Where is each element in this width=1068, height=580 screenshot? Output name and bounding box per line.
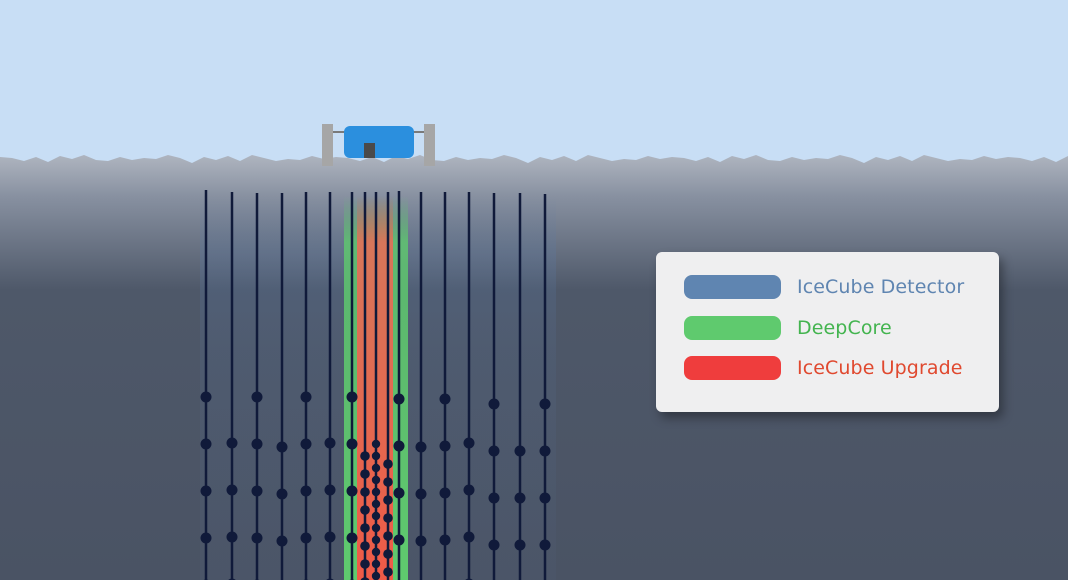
- legend-label-deepcore: DeepCore: [797, 317, 892, 339]
- optical-module: [251, 485, 263, 497]
- optical-module: [346, 485, 358, 497]
- upgrade-module: [371, 499, 381, 509]
- deepcore-module: [360, 559, 370, 569]
- optical-module: [346, 438, 358, 450]
- deepcore-module: [383, 477, 393, 487]
- optical-module: [539, 492, 551, 504]
- deepcore-module: [383, 459, 393, 469]
- legend-item-icecube-detector: IceCube Detector: [684, 274, 964, 300]
- optical-module: [439, 487, 451, 499]
- station-door: [364, 143, 375, 158]
- optical-module: [200, 391, 212, 403]
- optical-module: [300, 438, 312, 450]
- optical-module: [226, 484, 238, 496]
- upgrade-module: [371, 523, 381, 533]
- optical-module: [463, 484, 475, 496]
- optical-module: [488, 445, 500, 457]
- optical-module: [393, 487, 405, 499]
- legend-label-icecube-detector: IceCube Detector: [797, 276, 965, 298]
- optical-module: [415, 535, 427, 547]
- optical-module: [415, 441, 427, 453]
- optical-module: [276, 441, 288, 453]
- optical-module: [300, 485, 312, 497]
- optical-module: [300, 391, 312, 403]
- upgrade-module: [371, 571, 381, 580]
- detector-strings: [200, 190, 551, 580]
- station-leg-right: [424, 124, 435, 166]
- upgrade-module: [371, 511, 381, 521]
- upgrade-module: [371, 475, 381, 485]
- icecube-lab-station: [322, 124, 435, 166]
- station-leg-left: [322, 124, 333, 166]
- optical-module: [276, 488, 288, 500]
- optical-module: [200, 485, 212, 497]
- optical-module: [514, 539, 526, 551]
- optical-module: [393, 440, 405, 452]
- optical-module: [251, 438, 263, 450]
- optical-module: [346, 391, 358, 403]
- station-building: [344, 126, 414, 158]
- optical-module: [539, 445, 551, 457]
- deepcore-module: [383, 567, 393, 577]
- legend-item-icecube-upgrade: IceCube Upgrade: [684, 355, 963, 381]
- optical-module: [439, 534, 451, 546]
- deepcore-module: [360, 577, 370, 580]
- optical-module: [251, 391, 263, 403]
- optical-module: [324, 437, 336, 449]
- legend-swatch-deepcore: [684, 316, 781, 340]
- upgrade-module: [371, 487, 381, 497]
- optical-module: [439, 440, 451, 452]
- optical-module: [324, 531, 336, 543]
- optical-module: [226, 437, 238, 449]
- deepcore-module: [360, 469, 370, 479]
- legend: IceCube Detector DeepCore IceCube Upgrad…: [656, 252, 999, 412]
- legend-label-icecube-upgrade: IceCube Upgrade: [797, 357, 963, 379]
- optical-module: [300, 532, 312, 544]
- upgrade-module: [371, 535, 381, 545]
- optical-module: [488, 539, 500, 551]
- legend-swatch-icecube-detector: [684, 275, 781, 299]
- optical-module: [393, 534, 405, 546]
- legend-swatch-icecube-upgrade: [684, 356, 781, 380]
- optical-module: [439, 393, 451, 405]
- deepcore-module: [383, 531, 393, 541]
- optical-module: [324, 484, 336, 496]
- optical-module: [200, 438, 212, 450]
- upgrade-module: [371, 559, 381, 569]
- optical-module: [415, 488, 427, 500]
- optical-module: [463, 437, 475, 449]
- optical-module: [463, 531, 475, 543]
- detector-zones: [200, 195, 556, 580]
- optical-module: [514, 492, 526, 504]
- optical-module: [539, 539, 551, 551]
- deepcore-module: [360, 541, 370, 551]
- deepcore-module: [383, 495, 393, 505]
- optical-module: [393, 393, 405, 405]
- deepcore-module: [383, 513, 393, 523]
- optical-module: [226, 531, 238, 543]
- optical-module: [539, 398, 551, 410]
- deepcore-module: [360, 487, 370, 497]
- optical-module: [488, 398, 500, 410]
- upgrade-module: [371, 547, 381, 557]
- optical-module: [200, 532, 212, 544]
- upgrade-module: [371, 439, 381, 449]
- optical-module: [276, 535, 288, 547]
- legend-item-deepcore: DeepCore: [684, 315, 892, 341]
- deepcore-module: [360, 523, 370, 533]
- upgrade-module: [371, 463, 381, 473]
- deepcore-module: [360, 505, 370, 515]
- deepcore-module: [360, 451, 370, 461]
- deepcore-module: [383, 549, 393, 559]
- upgrade-module: [371, 451, 381, 461]
- sky: [0, 0, 1068, 163]
- optical-module: [346, 532, 358, 544]
- optical-module: [251, 532, 263, 544]
- optical-module: [488, 492, 500, 504]
- optical-module: [514, 445, 526, 457]
